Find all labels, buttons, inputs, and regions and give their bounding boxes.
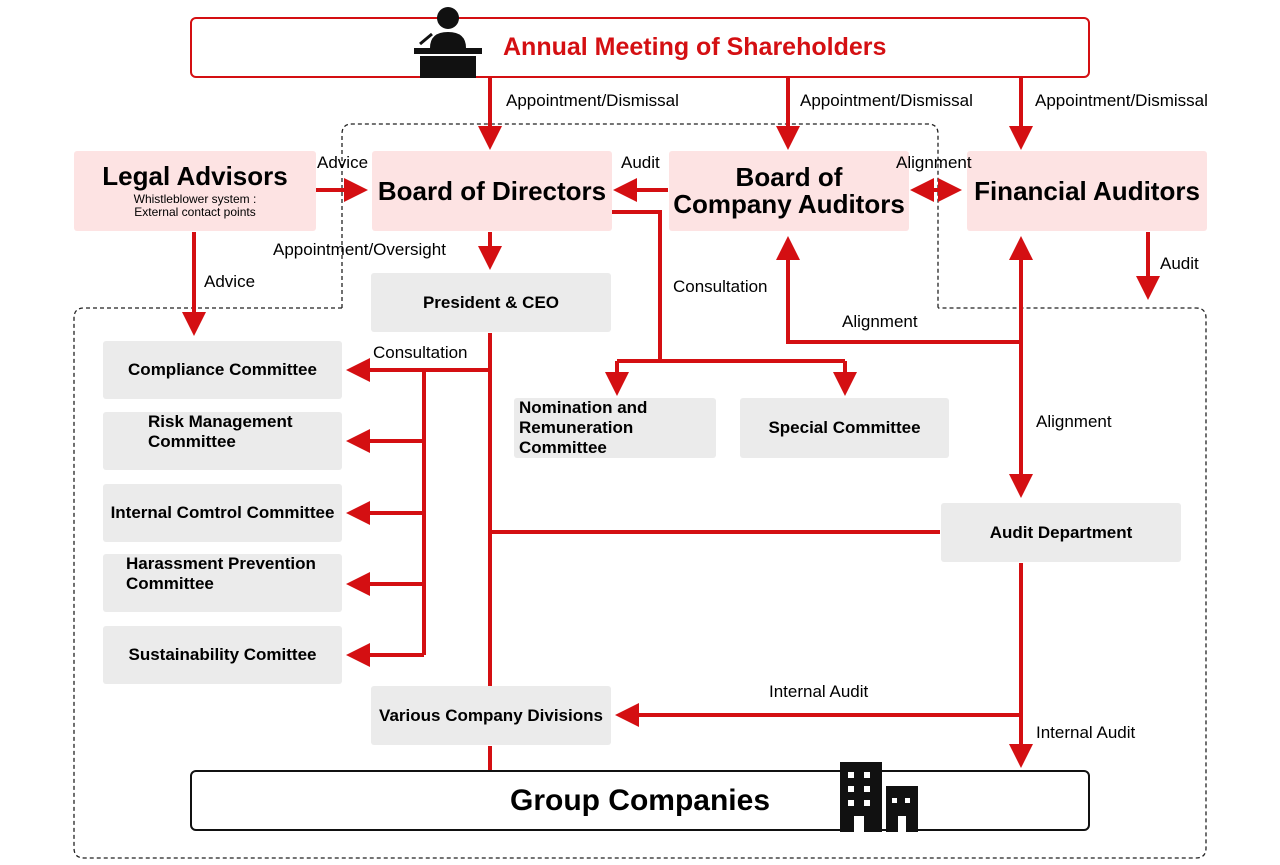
label-internal-audit-left: Internal Audit — [769, 682, 869, 701]
financial-auditors-label: Financial Auditors — [974, 175, 1200, 206]
speaker-at-podium-icon — [412, 4, 484, 78]
special-committee-box: Special Committee — [740, 398, 949, 458]
office-buildings-icon — [838, 760, 920, 832]
compliance-committee-label: Compliance Committee — [128, 360, 317, 379]
sustainability-committee-label: Sustainability Comittee — [128, 645, 317, 664]
group-companies-box: Group Companies — [190, 770, 1090, 831]
execution-boundary — [73, 307, 1207, 859]
legal-advisors-box: Legal Advisors Whistleblower system : Ex… — [74, 151, 316, 231]
board-boundary — [341, 123, 939, 308]
board-of-auditors-label-1: Board of — [735, 162, 843, 192]
board-of-auditors-box: Board of Company Auditors — [669, 151, 909, 231]
label-internal-audit-down: Internal Audit — [1036, 723, 1136, 742]
shareholders-title: Annual Meeting of Shareholders — [503, 33, 887, 61]
risk-committee-label-1: Risk Management — [148, 412, 293, 431]
label-advice-down: Advice — [204, 272, 256, 291]
label-appointment-oversight: Appointment/Oversight — [273, 240, 446, 259]
arrow-up-to-auditors — [776, 236, 1021, 344]
board-of-auditors-label-2: Company Auditors — [673, 189, 905, 219]
nomination-committee-label-1: Nomination and — [519, 398, 648, 417]
harassment-committee-box: Harassment Prevention Committee — [103, 554, 342, 612]
legal-advisors-title: Legal Advisors — [102, 161, 288, 191]
label-alignment-mid: Alignment — [842, 312, 918, 331]
risk-committee-box: Risk Management Committee — [103, 412, 342, 470]
label-appointment-dismissal-3: Appointment/Dismissal — [1035, 91, 1208, 110]
label-consultation-right: Consultation — [673, 277, 768, 296]
legal-advisors-sub1: Whistleblower system : — [133, 192, 257, 206]
label-alignment-right: Alignment — [1036, 412, 1112, 431]
divisions-box: Various Company Divisions — [371, 686, 611, 745]
label-appointment-dismissal-2: Appointment/Dismissal — [800, 91, 973, 110]
president-box: President & CEO — [371, 273, 611, 332]
nomination-committee-label-2: Remuneration Committee — [519, 418, 634, 457]
shareholders-box — [190, 17, 1090, 78]
board-of-directors-box: Board of Directors — [372, 151, 612, 231]
divisions-label: Various Company Divisions — [379, 705, 603, 725]
label-alignment-top: Alignment — [896, 153, 972, 172]
risk-committee-label-2: Committee — [148, 432, 236, 451]
legal-advisors-sub2: External contact points — [134, 205, 256, 219]
harassment-committee-label-2: Committee — [126, 574, 214, 593]
label-advice-right: Advice — [317, 153, 369, 172]
nomination-committee-box: Nomination and Remuneration Committee — [514, 398, 716, 458]
harassment-committee-label-1: Harassment Prevention — [126, 554, 316, 573]
label-appointment-dismissal-1: Appointment/Dismissal — [506, 91, 679, 110]
board-of-directors-label: Board of Directors — [377, 175, 607, 206]
compliance-committee-box: Compliance Committee — [103, 341, 342, 399]
audit-department-box: Audit Department — [941, 503, 1181, 562]
president-label: President & CEO — [422, 292, 560, 312]
label-audit-left: Audit — [621, 153, 660, 172]
financial-auditors-box: Financial Auditors — [967, 151, 1207, 231]
label-consultation-left: Consultation — [373, 343, 468, 362]
sustainability-committee-box: Sustainability Comittee — [103, 626, 342, 684]
internal-control-committee-label: Internal Comtrol Committee — [110, 503, 335, 522]
special-committee-label: Special Committee — [768, 418, 921, 437]
audit-department-label: Audit Department — [989, 522, 1133, 542]
line-directors-consultation — [612, 210, 662, 361]
internal-control-committee-box: Internal Comtrol Committee — [103, 484, 342, 542]
group-companies-label: Group Companies — [509, 783, 771, 817]
label-audit-down: Audit — [1160, 254, 1199, 273]
